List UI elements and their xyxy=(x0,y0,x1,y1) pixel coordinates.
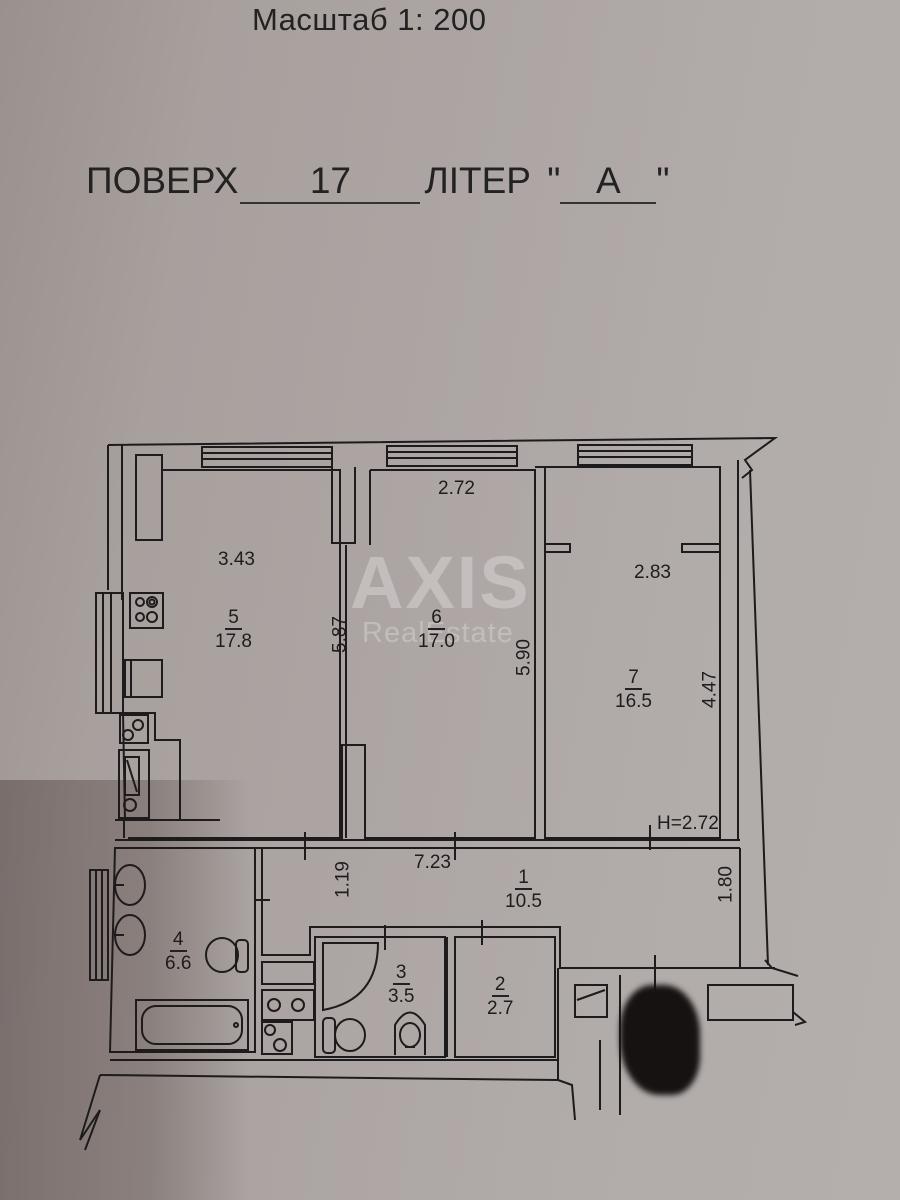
washbasin-icon-2 xyxy=(114,914,146,956)
washing-machine-icon xyxy=(261,1021,293,1055)
room1-number: 1 xyxy=(515,868,532,890)
room3-label: 3 3.5 xyxy=(388,963,414,1006)
dim-room6-depth: 5.90 xyxy=(513,639,535,676)
dim-room6-width: 2.72 xyxy=(438,478,475,499)
room3-area: 3.5 xyxy=(388,986,415,1007)
window-kitchen-side xyxy=(95,592,124,714)
quote-close: " xyxy=(656,160,670,201)
shower-tray-icon xyxy=(322,942,380,1012)
room4-label: 4 6.6 xyxy=(165,930,191,973)
dim-room7-depth: 4.47 xyxy=(699,671,721,708)
room2-number: 2 xyxy=(491,975,509,997)
dim-hall-length: 7.23 xyxy=(414,852,451,873)
quote-open: " xyxy=(547,160,561,201)
washbasin-icon-1 xyxy=(114,864,146,906)
shaft-icon xyxy=(574,984,608,1018)
watermark-subtitle: RealEstate xyxy=(362,617,514,649)
room4-area: 6.6 xyxy=(165,953,192,974)
dim-hall-width-right: 1.80 xyxy=(715,866,737,903)
watermark-brand: AXIS xyxy=(350,541,531,624)
room7-number: 7 xyxy=(625,668,642,690)
room5-label: 5 17.8 xyxy=(215,608,252,651)
hall-outline xyxy=(261,848,741,969)
room6-label: 6 17.0 xyxy=(418,608,455,651)
stove-icon xyxy=(129,592,164,629)
room7-area: 16.5 xyxy=(615,691,652,712)
room4-outline xyxy=(108,847,256,1053)
room7-label: 7 16.5 xyxy=(615,668,652,711)
window-bath-side xyxy=(89,869,109,981)
washbasin-icon-room3 xyxy=(394,1011,426,1055)
toilet-icon-room3 xyxy=(322,1017,366,1054)
toilet-icon-room4 xyxy=(205,937,249,973)
outer-top-wall xyxy=(107,436,779,479)
ceiling-height: H=2.72 xyxy=(657,813,719,834)
room6-area: 17.0 xyxy=(418,631,455,652)
room1-area: 10.5 xyxy=(505,891,542,912)
redaction-blot xyxy=(620,985,700,1095)
sink-cabinet-icon xyxy=(124,659,163,698)
scale-title: Масштаб 1: 200 xyxy=(252,2,487,37)
room4-number: 4 xyxy=(169,930,187,952)
floor-liter-line: ПОВЕРХ 17 ЛІТЕР " А " xyxy=(86,160,670,204)
liter-value-text: А xyxy=(596,160,621,201)
dim-room5-width: 3.43 xyxy=(218,549,255,570)
room5-number: 5 xyxy=(225,608,242,630)
dim-room5-depth: 5.87 xyxy=(329,616,351,653)
dim-hall-width-left: 1.19 xyxy=(332,861,354,898)
room6-outline xyxy=(365,469,536,839)
room5-outline xyxy=(128,469,341,839)
floor-label: ПОВЕРХ xyxy=(86,160,239,201)
kitchen-counter xyxy=(121,712,181,821)
room1-label: 1 10.5 xyxy=(505,868,542,911)
window-room7 xyxy=(577,444,693,466)
liter-value: А xyxy=(560,160,657,204)
room5-area: 17.8 xyxy=(215,631,252,652)
room6-number: 6 xyxy=(428,608,445,630)
room3-number: 3 xyxy=(392,963,410,985)
floor-number: 17 xyxy=(240,160,421,204)
oven-icon xyxy=(118,749,150,819)
room2-label: 2 2.7 xyxy=(487,975,513,1018)
window-kitchen xyxy=(201,446,333,468)
hob-icon xyxy=(119,714,149,744)
double-sink-icon xyxy=(261,989,315,1021)
kitchen-column xyxy=(135,454,163,541)
bathtub-icon xyxy=(135,999,249,1051)
dim-room7-width: 2.83 xyxy=(634,562,671,583)
floor-number-value: 17 xyxy=(309,160,352,201)
room2-area: 2.7 xyxy=(487,998,514,1019)
liter-label: ЛІТЕР xyxy=(424,160,531,201)
window-room6 xyxy=(386,445,518,467)
room7-outline xyxy=(544,466,721,839)
room2-outline xyxy=(454,936,556,1058)
